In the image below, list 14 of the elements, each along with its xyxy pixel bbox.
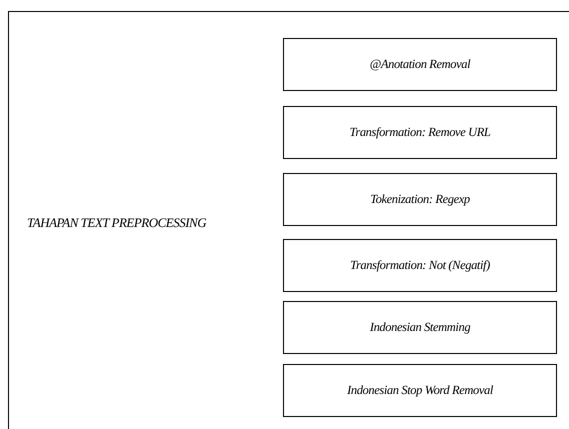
frame <box>8 11 569 429</box>
step-label: Indonesian Stop Word Removal <box>347 383 493 398</box>
section-heading: TAHAPAN TEXT PREPROCESSING <box>27 215 206 231</box>
step-label: Transformation: Remove URL <box>350 125 490 140</box>
process-box <box>283 106 557 159</box>
process-box <box>283 173 557 226</box>
step-label: Indonesian Stemming <box>370 320 470 335</box>
process-box <box>283 239 557 292</box>
process-box <box>283 38 557 91</box>
step-label: Tokenization: Regexp <box>370 192 470 207</box>
process-box <box>283 301 557 354</box>
step-label: @Anotation Removal <box>370 57 470 72</box>
process-box <box>283 364 557 417</box>
step-label: Transformation: Not (Negatif) <box>350 258 490 273</box>
